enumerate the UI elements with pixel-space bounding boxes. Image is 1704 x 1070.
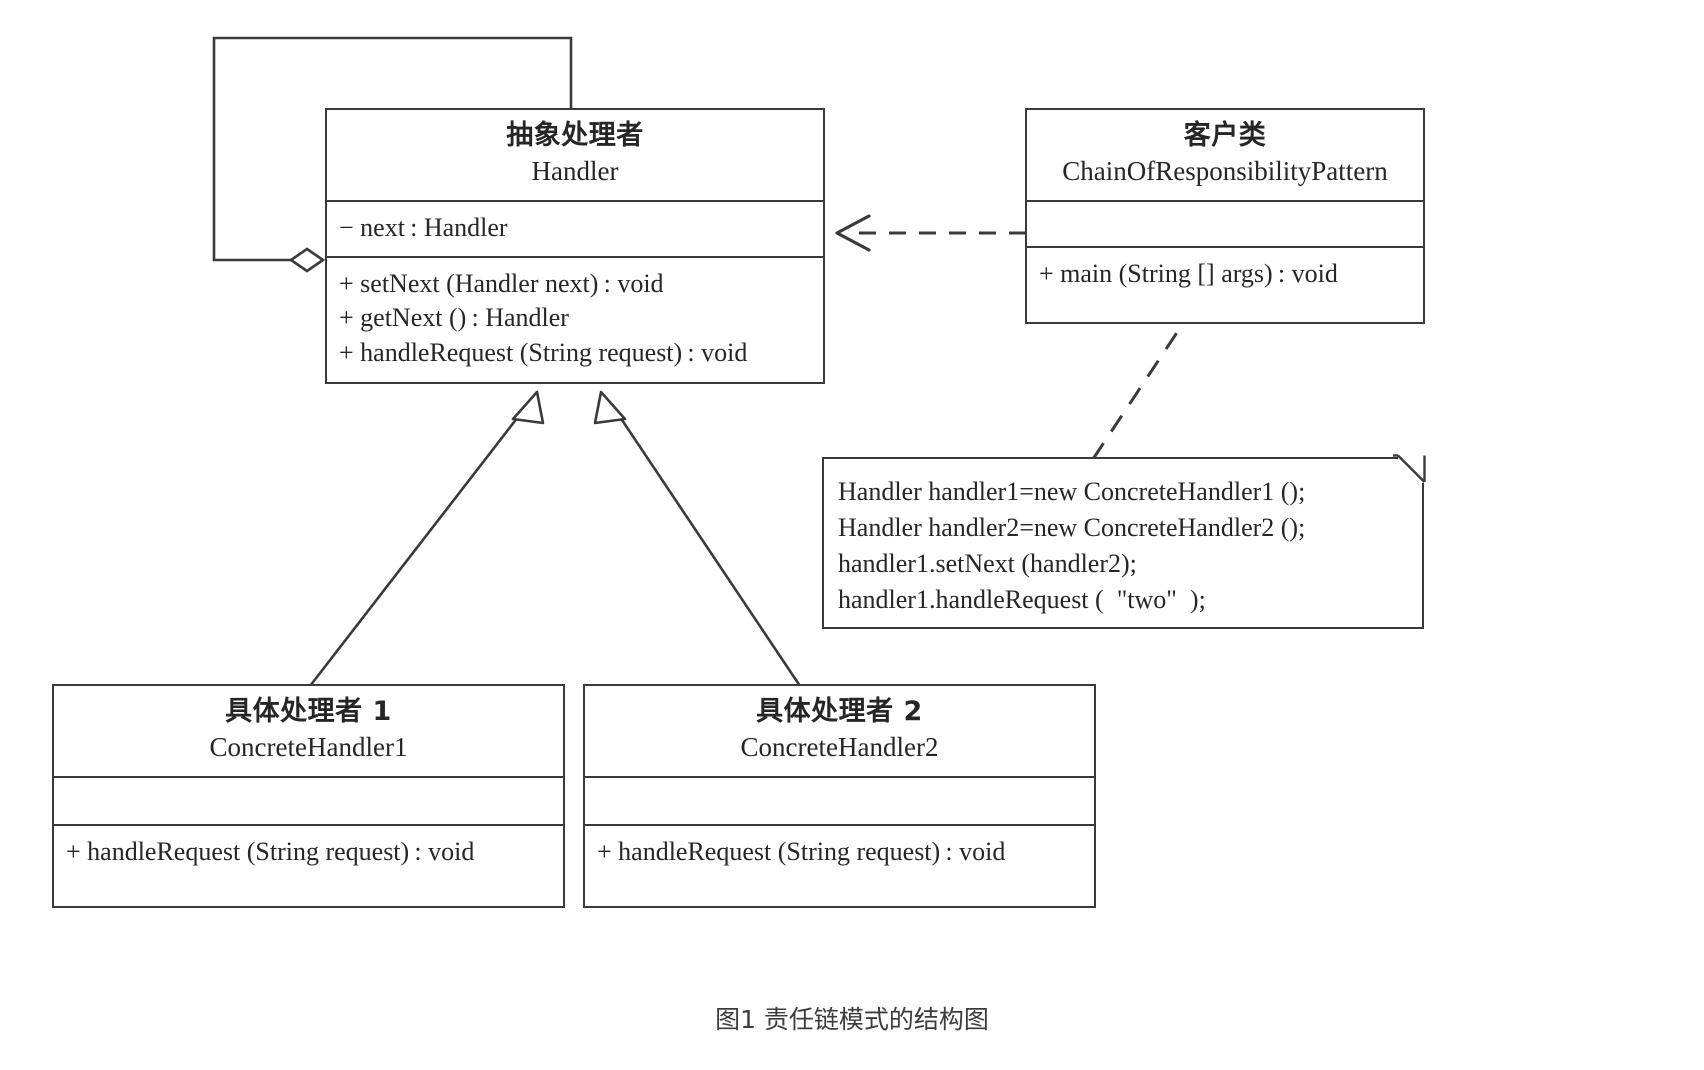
client-title-en: ChainOfResponsibilityPattern [1062,155,1388,186]
class-box-concrete-handler-2[interactable]: 具体处理者 2 ConcreteHandler2 + handleRequest… [583,684,1096,908]
class-box-client[interactable]: 客户类 ChainOfResponsibilityPattern + main … [1025,108,1425,324]
concrete1-title-en: ConcreteHandler1 [209,731,408,762]
class-box-handler[interactable]: 抽象处理者 Handler − next : Handler + setNext… [325,108,825,384]
concrete2-title: 具体处理者 2 ConcreteHandler2 [585,686,1094,776]
concrete1-operation: + handleRequest (String request) : void [66,836,475,866]
concrete1-title: 具体处理者 1 ConcreteHandler1 [54,686,563,776]
generalization-triangle-2 [593,390,627,425]
aggregation-diamond [288,247,326,273]
handler-operations: + setNext (Handler next) : void + getNex… [327,255,823,380]
note-content: Handler handler1=new ConcreteHandler1 ()… [822,457,1424,628]
note-body [822,457,1424,629]
figure-caption: 图1 责任链模式的结构图 [715,1005,989,1034]
handler-attribute: − next : Handler [339,212,508,242]
class-box-concrete-handler-1[interactable]: 具体处理者 1 ConcreteHandler1 + handleRequest… [52,684,565,908]
handler-operation: + setNext (Handler next) : void [339,268,664,298]
concrete2-attributes [585,775,1094,824]
concrete2-operation: + handleRequest (String request) : void [597,836,1006,866]
handler-operation: + handleRequest (String request) : void [339,337,748,367]
note-line: handler1.handleRequest ( "two" ); [838,584,1206,614]
note-folded-corner-icon [1393,454,1426,483]
concrete2-title-en: ConcreteHandler2 [740,731,939,762]
client-operations: + main (String [] args) : void [1027,245,1423,301]
concrete1-operations: + handleRequest (String request) : void [54,823,563,879]
generalization-triangle-1 [511,390,545,425]
handler-operation: + getNext () : Handler [339,303,569,333]
handler-title: 抽象处理者 Handler [327,110,823,200]
note-box-client-code[interactable]: Handler handler1=new ConcreteHandler1 ()… [822,454,1426,629]
client-dependency-connector [835,214,1026,252]
client-title: 客户类 ChainOfResponsibilityPattern [1027,110,1423,200]
concrete1-generalization-connector [308,390,545,687]
dependency-open-arrowhead [835,214,871,252]
client-attributes [1027,199,1423,246]
note-line: handler1.setNext (handler2); [838,548,1137,578]
concrete2-operations: + handleRequest (String request) : void [585,823,1094,879]
note-line: Handler handler2=new ConcreteHandler2 ()… [838,512,1306,542]
note-line: Handler handler1=new ConcreteHandler1 ()… [838,477,1306,506]
handler-attributes: − next : Handler [327,199,823,256]
concrete1-title-cn: 具体处理者 1 [225,696,392,727]
handler-title-en: Handler [531,155,619,186]
handler-title-cn: 抽象处理者 [506,120,644,151]
note-anchor-connector [1091,324,1184,460]
client-operation: + main (String [] args) : void [1039,258,1338,288]
client-title-cn: 客户类 [1183,120,1267,151]
concrete2-title-cn: 具体处理者 2 [756,696,923,727]
concrete2-generalization-connector [593,390,802,687]
concrete1-attributes [54,775,563,824]
